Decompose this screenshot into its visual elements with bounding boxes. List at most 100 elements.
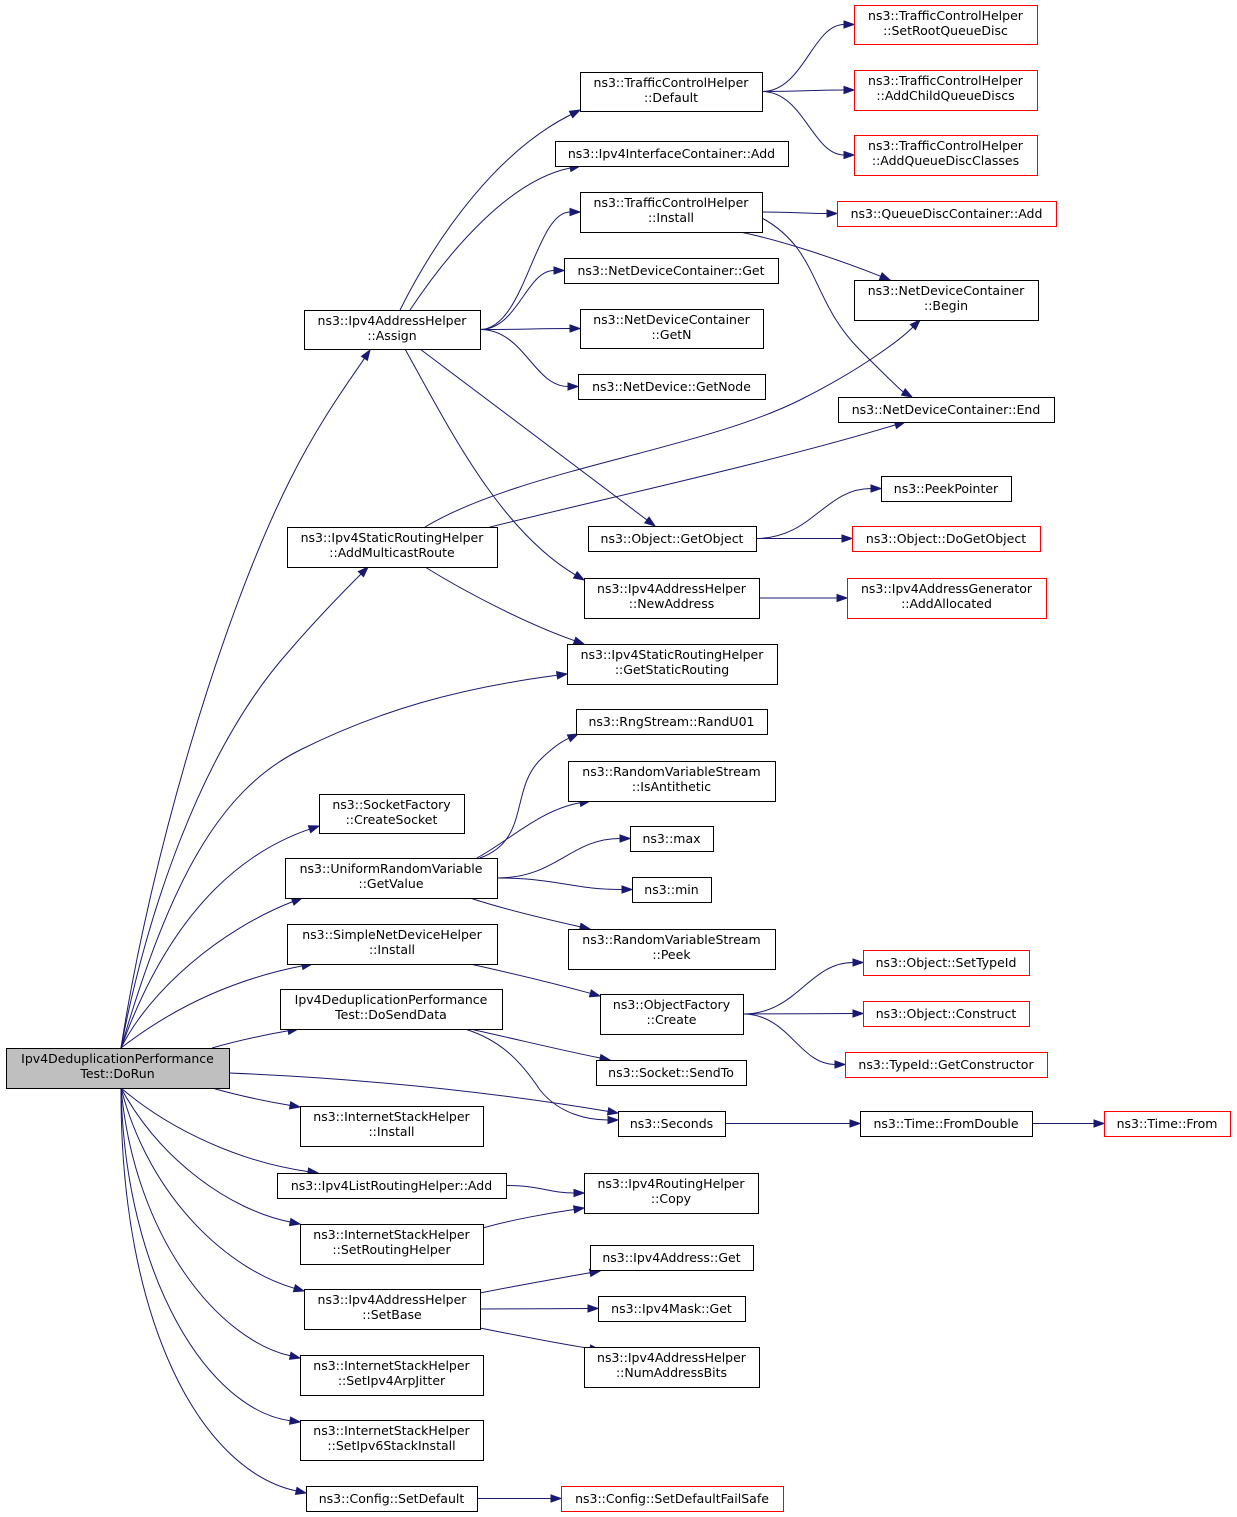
node-tchdefault[interactable]: ns3::TrafficControlHelper::Default <box>580 72 763 112</box>
node-label: ::AddMulticastRoute <box>329 545 455 560</box>
node-dogetobj[interactable]: ns3::Object::DoGetObject <box>852 526 1041 552</box>
arrowhead-icon <box>843 150 856 160</box>
edge-line <box>409 167 571 311</box>
node-qdcadd[interactable]: ns3::QueueDiscContainer::Add <box>837 201 1057 227</box>
node-getctor[interactable]: ns3::TypeId::GetConstructor <box>845 1052 1048 1078</box>
arrowhead-icon <box>836 593 849 603</box>
node-objgetobj[interactable]: ns3::Object::GetObject <box>588 526 757 552</box>
arrowhead-icon <box>834 1060 847 1069</box>
node-randu01[interactable]: ns3::RngStream::RandU01 <box>576 709 768 735</box>
node-ndcend[interactable]: ns3::NetDeviceContainer::End <box>838 397 1055 423</box>
arrowhead-icon <box>553 266 566 275</box>
node-ndcbegin[interactable]: ns3::NetDeviceContainer::Begin <box>854 280 1039 321</box>
node-max[interactable]: ns3::max <box>630 826 714 852</box>
node-construct[interactable]: ns3::Object::Construct <box>863 1001 1030 1027</box>
call-edge <box>761 85 856 95</box>
node-assign[interactable]: ns3::Ipv4AddressHelper::Assign <box>304 310 481 350</box>
node-label: ::GetValue <box>358 876 423 891</box>
node-urvget[interactable]: ns3::UniformRandomVariable::GetValue <box>285 858 498 899</box>
node-label: ns3::Ipv4Address::Get <box>602 1250 740 1265</box>
node-fromdouble[interactable]: ns3::Time::FromDouble <box>860 1111 1033 1137</box>
call-edge <box>120 565 370 1049</box>
node-addalloc[interactable]: ns3::Ipv4AddressGenerator::AddAllocated <box>847 578 1047 619</box>
node-numbits[interactable]: ns3::Ipv4AddressHelper::NumAddressBits <box>584 1347 760 1388</box>
node-box <box>600 994 744 1035</box>
call-edge <box>755 484 883 539</box>
node-timefrom[interactable]: ns3::Time::From <box>1104 1111 1231 1137</box>
node-addchild[interactable]: ns3::TrafficControlHelper::AddChildQueue… <box>854 70 1038 111</box>
node-box <box>854 70 1038 111</box>
node-box <box>588 526 757 552</box>
node-box <box>304 310 481 350</box>
node-label: ns3::Ipv4ListRoutingHelper::Add <box>291 1178 492 1193</box>
node-addmc[interactable]: ns3::Ipv4StaticRoutingHelper::AddMultica… <box>287 527 498 568</box>
arrowhead-icon <box>841 534 854 543</box>
call-edge <box>742 1013 847 1069</box>
call-edge <box>120 1087 302 1227</box>
node-sndhinstall[interactable]: ns3::SimpleNetDeviceHelper::Install <box>287 924 498 965</box>
node-settypeid[interactable]: ns3::Object::SetTypeId <box>863 950 1030 976</box>
node-peekptr[interactable]: ns3::PeekPointer <box>881 476 1012 502</box>
call-edge <box>479 1268 602 1294</box>
node-box <box>596 1060 747 1086</box>
arrowhead-icon <box>568 109 582 119</box>
node-newaddr[interactable]: ns3::Ipv4AddressHelper::NewAddress <box>584 578 760 619</box>
node-getstatic[interactable]: ns3::Ipv4StaticRoutingHelper::GetStaticR… <box>567 644 778 685</box>
node-iicadd[interactable]: ns3::Ipv4InterfaceContainer::Add <box>555 141 789 167</box>
node-peek[interactable]: ns3::RandomVariableStream::Peek <box>568 929 776 970</box>
node-rhcopy[interactable]: ns3::Ipv4RoutingHelper::Copy <box>584 1173 759 1214</box>
node-min[interactable]: ns3::min <box>632 877 712 903</box>
node-label: ns3::Object::DoGetObject <box>866 531 1026 546</box>
arrowhead-icon <box>288 1351 302 1360</box>
node-tchinstall[interactable]: ns3::TrafficControlHelper::Install <box>580 192 763 233</box>
edge-line <box>479 1272 591 1294</box>
node-setrh[interactable]: ns3::InternetStackHelper::SetRoutingHelp… <box>300 1224 484 1265</box>
node-cfgsetdef[interactable]: ns3::Config::SetDefault <box>306 1486 478 1512</box>
node-ofcreate[interactable]: ns3::ObjectFactory::Create <box>600 994 744 1035</box>
arrowhead-icon <box>569 324 582 333</box>
edge-line <box>496 838 621 879</box>
arrowhead-icon <box>566 733 580 743</box>
node-ndcgetn[interactable]: ns3::NetDeviceContainer::GetN <box>580 309 764 349</box>
arrowhead-icon <box>826 209 839 218</box>
edge-line <box>120 1087 297 1492</box>
node-ipv4get[interactable]: ns3::Ipv4Address::Get <box>590 1245 754 1271</box>
node-label: ns3::Object::GetObject <box>601 531 744 546</box>
node-ndgetnode[interactable]: ns3::NetDevice::GetNode <box>578 374 766 400</box>
node-setroot[interactable]: ns3::TrafficControlHelper::SetRootQueueD… <box>854 5 1038 45</box>
edge-line <box>469 1028 601 1059</box>
edge-line <box>761 211 828 214</box>
node-label: ::NewAddress <box>629 596 714 611</box>
node-seconds[interactable]: ns3::Seconds <box>618 1111 726 1137</box>
node-label: ns3::NetDevice::GetNode <box>592 379 751 394</box>
node-label: ns3::NetDeviceContainer <box>868 283 1025 298</box>
node-ishinstall[interactable]: ns3::InternetStackHelper::Install <box>300 1106 484 1147</box>
node-createsock[interactable]: ns3::SocketFactory::CreateSocket <box>319 794 465 834</box>
node-label: ns3::PeekPointer <box>894 481 999 496</box>
node-addclasses[interactable]: ns3::TrafficControlHelper::AddQueueDiscC… <box>854 135 1038 176</box>
node-sendto[interactable]: ns3::Socket::SendTo <box>596 1060 747 1086</box>
call-edge <box>479 329 580 391</box>
edge-line <box>761 91 845 156</box>
node-dosend[interactable]: Ipv4DeduplicationPerformanceTest::DoSend… <box>280 989 503 1030</box>
call-edge <box>505 1185 586 1198</box>
node-label: Ipv4DeduplicationPerformance <box>21 1051 214 1066</box>
node-label: ns3::Time::From <box>1117 1116 1218 1131</box>
node-setbase[interactable]: ns3::Ipv4AddressHelper::SetBase <box>304 1289 481 1330</box>
edge-line <box>120 674 558 1049</box>
node-isanti[interactable]: ns3::RandomVariableStream::IsAntithetic <box>568 761 776 802</box>
node-v6inst[interactable]: ns3::InternetStackHelper::SetIpv6StackIn… <box>300 1420 484 1461</box>
node-arpjit[interactable]: ns3::InternetStackHelper::SetIpv4ArpJitt… <box>300 1355 484 1396</box>
node-ndcget[interactable]: ns3::NetDeviceContainer::Get <box>564 258 779 284</box>
node-lrhadd[interactable]: ns3::Ipv4ListRoutingHelper::Add <box>277 1173 507 1199</box>
node-label: ns3::RandomVariableStream <box>582 932 760 947</box>
node-label: ns3::RngStream::RandU01 <box>589 714 755 729</box>
node-maskget[interactable]: ns3::Ipv4Mask::Get <box>598 1296 746 1322</box>
call-edge <box>469 1028 612 1063</box>
node-setdeffs[interactable]: ns3::Config::SetDefaultFailSafe <box>561 1486 784 1512</box>
call-edge <box>211 1026 300 1049</box>
edge-line <box>120 828 310 1049</box>
node-label: ns3::InternetStackHelper <box>313 1227 470 1242</box>
node-label: Test::DoSendData <box>334 1007 447 1022</box>
arrowhead-icon <box>569 207 582 217</box>
